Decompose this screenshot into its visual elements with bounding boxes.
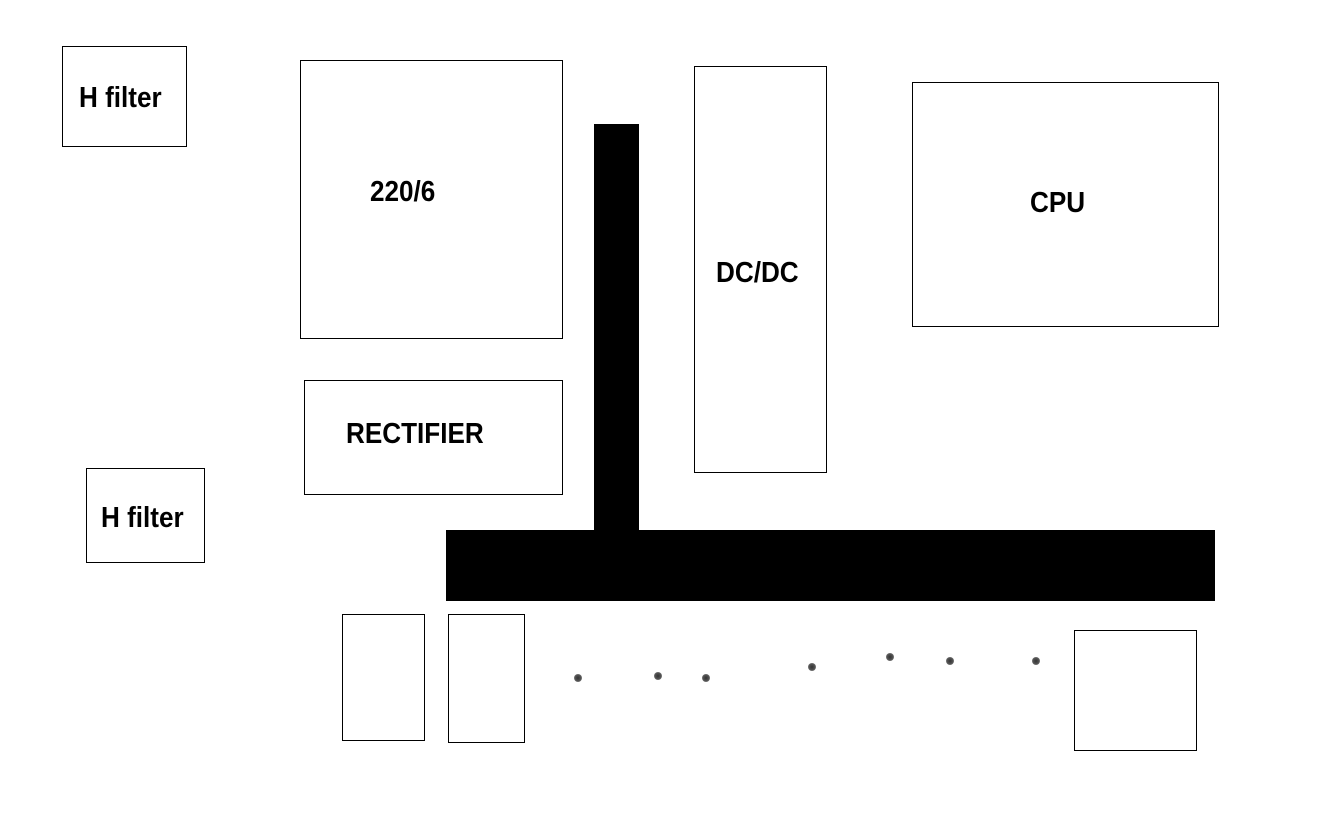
dcdc-label: DC/DC <box>716 257 799 289</box>
ellipsis-dot <box>654 672 662 680</box>
ellipsis-dot <box>886 653 894 661</box>
ellipsis-dot <box>808 663 816 671</box>
h-filter-bottom-block: H filter <box>86 468 205 563</box>
ellipsis-dot <box>946 657 954 665</box>
h-filter-top-block: H filter <box>62 46 187 147</box>
module-slot-1 <box>342 614 425 741</box>
horizontal-bus-bar <box>446 530 1215 601</box>
rectifier-label: RECTIFIER <box>346 418 484 450</box>
ellipsis-dot <box>1032 657 1040 665</box>
ellipsis-dot <box>574 674 582 682</box>
module-slot-last <box>1074 630 1197 751</box>
module-slot-2 <box>448 614 525 743</box>
rectifier-block: RECTIFIER <box>304 380 563 495</box>
ellipsis-dot <box>702 674 710 682</box>
h-filter-bottom-label: H filter <box>101 502 184 534</box>
transformer-220-6-block: 220/6 <box>300 60 563 339</box>
h-filter-top-label: H filter <box>79 82 162 114</box>
vertical-bus-bar <box>594 124 639 536</box>
transformer-label: 220/6 <box>370 176 436 208</box>
dcdc-block: DC/DC <box>694 66 827 473</box>
cpu-block: CPU <box>912 82 1219 327</box>
cpu-label: CPU <box>1030 187 1086 219</box>
